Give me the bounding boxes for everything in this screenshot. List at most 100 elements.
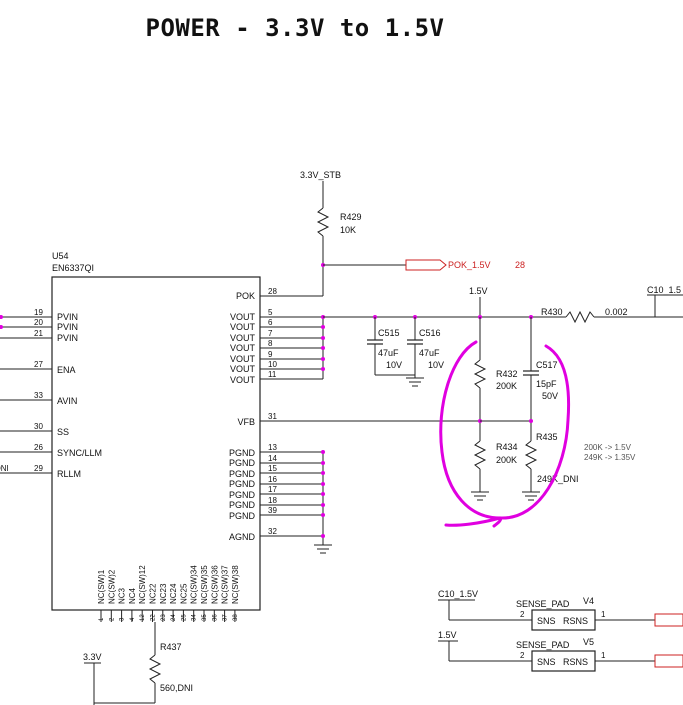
pin-num: 17 <box>268 485 277 494</box>
ground-symbol <box>314 544 332 554</box>
c517-val: 15pF <box>536 379 557 389</box>
nc-pin-name: NC22 <box>149 583 158 604</box>
pin-name: RSNS <box>563 657 588 667</box>
nc-pin-num: 2 <box>109 617 115 621</box>
nc-pin-name: NC(SW)37 <box>221 565 230 604</box>
r430-val: 0.002 <box>605 307 628 317</box>
pin-num: 18 <box>268 496 277 505</box>
pin-num: 1 <box>601 651 606 660</box>
nc-pin-num: 3 <box>120 617 126 621</box>
pin-num: 39 <box>268 506 277 515</box>
pin-num: 11 <box>268 370 277 379</box>
pin-num: 20 <box>34 318 43 327</box>
nc-pin-name: NC(SW)38 <box>231 565 240 604</box>
pin-num: 6 <box>268 318 273 327</box>
nc-pin-name: NC(SW)2 <box>107 569 116 604</box>
c516-volt: 10V <box>428 360 444 370</box>
pin-num: 16 <box>268 475 277 484</box>
pin-name: PVIN <box>57 312 78 322</box>
nc-pin-name: NC23 <box>159 583 168 604</box>
pin-num: 31 <box>268 412 277 421</box>
offpage-connector <box>405 259 447 271</box>
r437-network: 3.3V R437 560,DNI <box>83 622 193 705</box>
nc-pin-num: 1 <box>99 617 105 621</box>
c517-ref: C517 <box>536 360 558 370</box>
r434-ref: R434 <box>496 442 518 452</box>
offpage-connector <box>654 613 683 627</box>
nc-pin-num: 23 <box>161 614 167 621</box>
pin-num: 28 <box>268 287 277 296</box>
net-pok-ref: 28 <box>515 260 525 270</box>
pin-name: SNS <box>537 657 556 667</box>
ic-body <box>51 276 261 611</box>
c517-volt: 50V <box>542 391 558 401</box>
pin-name: VOUT <box>230 333 256 343</box>
pin-name: PVIN <box>57 322 78 332</box>
net-c10-15v: C10_1.5V <box>438 589 478 599</box>
pin-name: PVIN <box>57 333 78 343</box>
nc-pin-num: 38 <box>233 614 239 621</box>
ic-refdes: U54 <box>52 251 69 261</box>
pin-name: AVIN <box>57 396 77 406</box>
nc-pin-name: NC(SW)36 <box>210 565 219 604</box>
bottom-pins: NC(SW)1 1 NC(SW)2 2 NC3 3 NC4 4 NC(SW)12 12 NC22 22… <box>97 565 240 622</box>
pin-name: PGND <box>229 500 256 510</box>
nc-pin-name: NC(SW)1 <box>97 569 106 604</box>
pin-name: PGND <box>229 511 256 521</box>
r429-val: 10K <box>340 225 356 235</box>
ground-symbol <box>522 491 540 501</box>
net-1v5: 1.5V <box>469 286 488 296</box>
pin-num: 14 <box>268 454 277 463</box>
pin-name: VFB <box>237 417 255 427</box>
sense-pad-v5: 1.5V SENSE_PAD V5 2 SNS RSNS 1 <box>438 630 683 672</box>
pin-num: 19 <box>34 308 43 317</box>
net-3v3-stb: 3.3V_STB <box>300 170 341 180</box>
pin-name: VOUT <box>230 354 256 364</box>
pin-num: 26 <box>34 443 43 452</box>
ground-symbol <box>471 491 489 501</box>
pin-name: VOUT <box>230 322 256 332</box>
pin-name: RSNS <box>563 616 588 626</box>
nc-pin-num: 4 <box>130 617 136 621</box>
r437-val: 560,DNI <box>160 683 193 693</box>
pin-num: 13 <box>268 443 277 452</box>
pin-name: RLLM <box>57 469 81 479</box>
sense-ref: V5 <box>583 637 594 647</box>
pin-num: 32 <box>268 527 277 536</box>
note-line: 200K -> 1.5V <box>584 443 632 452</box>
pok-pullup: 3.3V_STB R429 10K POK_1.5V 28 <box>300 170 525 296</box>
pin-name: VOUT <box>230 364 256 374</box>
nc-pin-num: 34 <box>192 614 198 621</box>
pin-num: 21 <box>34 329 43 338</box>
sense-ref: V4 <box>583 596 594 606</box>
pin-name: PGND <box>229 490 256 500</box>
net-1v5-b: 1.5V <box>438 630 457 640</box>
pin-num: 27 <box>34 360 43 369</box>
pin-name: AGND <box>229 532 256 542</box>
ic-u54: U54 EN6337QI <box>51 251 261 611</box>
pin-num: 9 <box>268 350 273 359</box>
sense-pad-v4: C10_1.5V SENSE_PAD V4 2 SNS RSNS 1 <box>438 589 683 631</box>
nc-pin-num: 12 <box>140 614 146 621</box>
pin-num: 2 <box>520 651 525 660</box>
nc-pin-name: NC(SW)35 <box>200 565 209 604</box>
pin-num: 30 <box>34 422 43 431</box>
pin-num: 29 <box>34 464 43 473</box>
c516-ref: C516 <box>419 328 441 338</box>
nc-pin-name: NC3 <box>118 587 127 604</box>
pin-name: PGND <box>229 458 256 468</box>
pin-num: 33 <box>34 391 43 400</box>
nc-pin-num: 22 <box>151 614 157 621</box>
page-title: POWER - 3.3V to 1.5V <box>145 14 445 42</box>
nc-pin-name: NC(SW)12 <box>138 565 147 604</box>
nc-pin-num: 25 <box>181 614 187 621</box>
right-pins: 28 5 6 7 8 9 10 11 31 13 14 15 16 17 18 … <box>229 287 480 554</box>
pin-num: 5 <box>268 308 273 317</box>
nc-pin-name: NC4 <box>128 587 137 604</box>
r435-ref: R435 <box>536 432 558 442</box>
pin-num: 1 <box>601 610 606 619</box>
r434-val: 200K <box>496 455 517 465</box>
r429-ref: R429 <box>340 212 362 222</box>
nc-pin-name: NC(SW)34 <box>190 565 199 604</box>
r437-ref: R437 <box>160 642 182 652</box>
